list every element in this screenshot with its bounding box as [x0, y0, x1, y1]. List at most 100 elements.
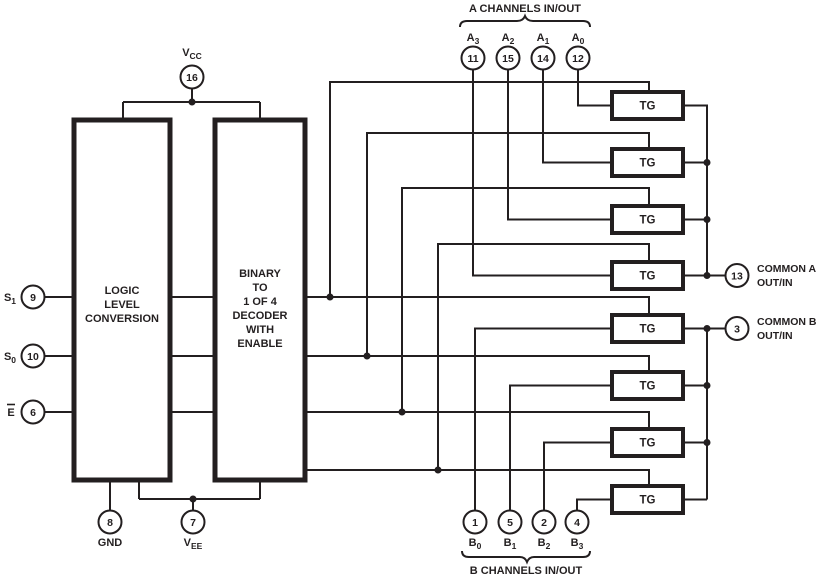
wire-b2 [543, 441, 614, 511]
decoder-line3: 1 OF 4 [243, 296, 278, 308]
pin-label-s1: S1 [4, 292, 16, 306]
tg-a0: TG [610, 90, 685, 121]
common-b-output: 3 COMMON B OUT/IN [724, 316, 817, 342]
pin-number-a0: 12 [572, 53, 584, 65]
gnd-pin-number: 8 [107, 517, 113, 529]
pin-label-a1: A1 [537, 32, 550, 46]
pin-number-s1: 9 [30, 292, 36, 304]
wire-a1 [542, 69, 614, 164]
common-a-output: 13 COMMON A OUT/IN [724, 263, 817, 289]
pin-number-s0: 10 [27, 351, 39, 363]
pin-number-a3: 11 [467, 53, 478, 65]
logic-level-box [71, 117, 173, 483]
a-channels-brace [459, 13, 591, 28]
decoder-line2: TO [252, 282, 268, 294]
junction-busb-2 [703, 382, 711, 389]
pin-label-b3: B3 [571, 537, 584, 551]
wire-a3 [472, 69, 614, 277]
tg-b1-label: TG [640, 381, 656, 393]
tg-b2-label: TG [640, 438, 656, 450]
pin-label-a0: A0 [572, 32, 585, 46]
junction-busa-2 [703, 216, 711, 223]
tg-a1-box [610, 147, 685, 178]
wire-vee [138, 480, 261, 511]
block-binary-decoder: BINARY TO 1 OF 4 DECODER WITH ENABLE [212, 117, 308, 483]
wire-riser4 [437, 243, 650, 470]
tg-b2: TG [610, 427, 685, 458]
decoder-line6: ENABLE [237, 338, 282, 350]
pin-label-a3: A3 [467, 32, 480, 46]
tg-a3: TG [610, 260, 685, 291]
common-a-label-line1: COMMON A [757, 263, 817, 275]
pin-gnd: 8 GND [97, 509, 123, 549]
vee-label: VEE [184, 537, 203, 551]
pin-number-a1: 14 [537, 53, 549, 65]
junction-dots [188, 98, 711, 503]
a-channels-title: A CHANNELS IN/OUT [469, 3, 581, 15]
wire-common-b-bus [681, 327, 726, 501]
tg-array: TG TG TG TG TG TG TG TG [610, 90, 685, 515]
vee-pin-number: 7 [190, 517, 196, 529]
junction-row3 [398, 408, 406, 416]
pin-number-enable: 6 [30, 407, 36, 419]
pin-circle-b1 [497, 509, 523, 535]
tg-a2-box [610, 204, 685, 235]
pin-circle-enable [20, 399, 46, 425]
b-channels-title: B CHANNELS IN/OUT [470, 565, 583, 577]
tg-b0: TG [610, 313, 685, 344]
pin-circle-common-b [724, 316, 750, 341]
pin-circle-b3 [564, 509, 590, 535]
pin-circle-b0 [462, 509, 488, 535]
group-a-channels: A CHANNELS IN/OUT A3 11 A2 15 A1 14 A0 1… [459, 3, 591, 71]
junction-busb-1 [703, 325, 711, 332]
pin-label-b0: B0 [469, 537, 482, 551]
tg-a0-label: TG [640, 101, 656, 113]
logic-level-line2: LEVEL [104, 299, 140, 311]
decoder-line4: DECODER [232, 310, 287, 322]
pin-circle-common-a [724, 263, 750, 288]
tg-a2-label: TG [640, 215, 656, 227]
vee-pin-circle [180, 509, 206, 535]
tg-b0-label: TG [640, 324, 656, 336]
gnd-label: GND [98, 537, 123, 549]
wire-b3 [576, 498, 614, 511]
wire-a2 [507, 69, 614, 221]
junction-busa-1 [703, 159, 711, 166]
select-inputs: S1 9 S0 10 E 6 [4, 284, 46, 425]
common-a-label-line2: OUT/IN [757, 277, 793, 289]
tg-b3-label: TG [640, 495, 656, 507]
vcc-label: VCC [182, 47, 202, 61]
vcc-pin-number: 16 [186, 72, 198, 84]
logic-level-line3: CONVERSION [85, 313, 159, 325]
block-logic-level-conversion: LOGIC LEVEL CONVERSION [71, 117, 173, 483]
pin-circle-s0 [20, 343, 46, 369]
decoder-line1: BINARY [239, 268, 281, 280]
pin-vee: 7 VEE [180, 509, 206, 551]
tg-a1: TG [610, 147, 685, 178]
logic-level-line1: LOGIC [105, 285, 140, 297]
junction-row4 [434, 466, 442, 474]
pin-circle-b2 [531, 509, 557, 535]
pin-number-common-a: 13 [731, 271, 743, 283]
tg-b2-box [610, 427, 685, 458]
pin-number-b1: 5 [507, 517, 513, 529]
wire-decoder-row4 [303, 469, 650, 488]
junction-busb-3 [703, 439, 711, 446]
tg-b3-box [610, 484, 685, 515]
junction-vcc [188, 98, 196, 106]
wire-b1 [509, 384, 614, 511]
tg-a0-box [610, 90, 685, 121]
junction-vee [189, 495, 197, 503]
wire-riser3 [401, 187, 650, 412]
b-channels-brace [461, 550, 591, 565]
vcc-pin-circle [179, 64, 205, 90]
tg-b1-box [610, 370, 685, 401]
junction-busa-3 [703, 272, 711, 279]
pin-circle-s1 [20, 284, 46, 310]
pin-label-b1: B1 [504, 537, 517, 551]
pin-number-a2: 15 [502, 53, 514, 65]
wires [44, 69, 726, 511]
junction-row1 [326, 293, 334, 301]
tg-b3: TG [610, 484, 685, 515]
